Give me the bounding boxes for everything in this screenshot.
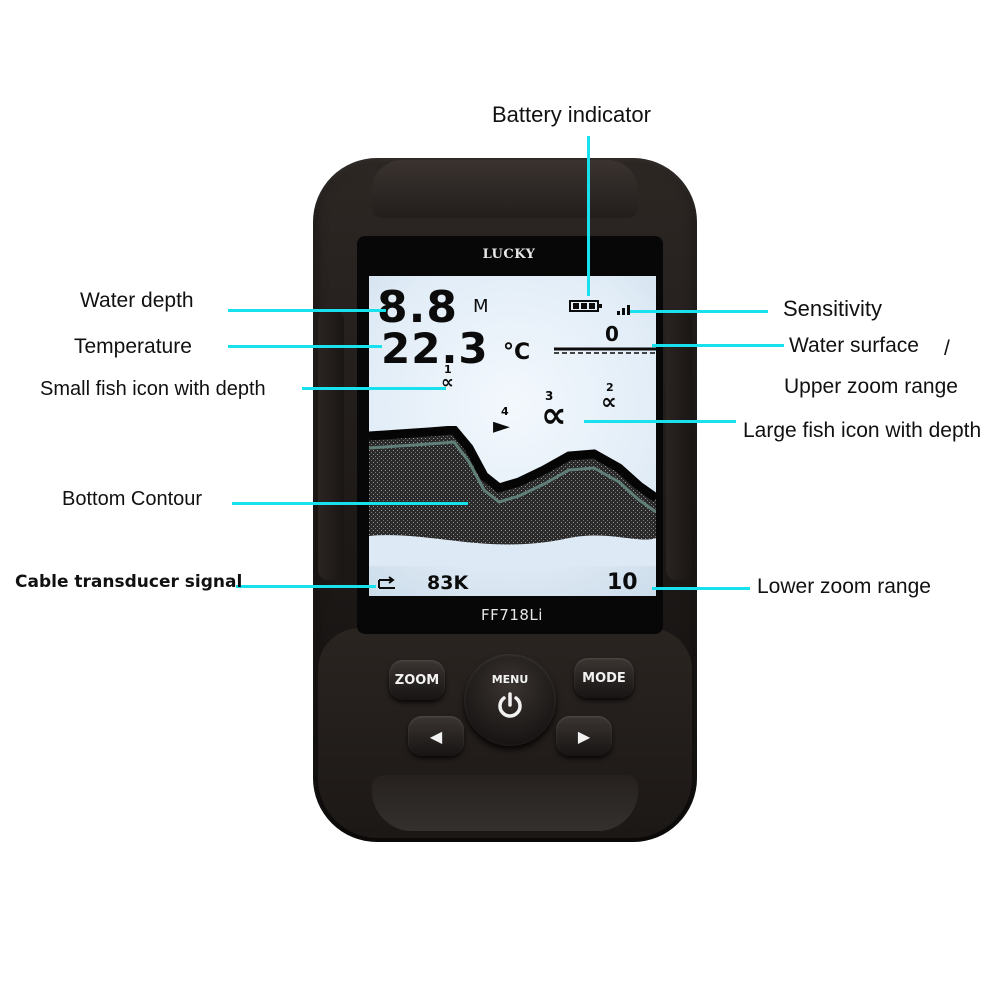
battery-icon — [569, 300, 602, 312]
leader-large-fish — [584, 420, 736, 423]
fish-icon-small: 2 ∝ — [601, 381, 617, 415]
label-temperature: Temperature — [74, 335, 192, 358]
right-arrow-icon: ▶ — [577, 726, 591, 746]
right-grip — [666, 310, 692, 580]
label-water-depth: Water depth — [80, 289, 194, 312]
zoom-button[interactable]: ZOOM — [389, 660, 445, 700]
lcd-screen: 8.8 M 22.3 °C 0 1 ∝ 4 ► 3 ∝ 2 ∝ — [369, 276, 656, 596]
fish-icon-small: 4 ► — [493, 405, 510, 439]
bottom-ridge — [372, 775, 638, 831]
sensitivity-icon — [617, 305, 633, 315]
lower-zoom-range: 10 — [607, 570, 638, 595]
label-slash: / — [944, 337, 950, 360]
temperature-value: 22.3 — [381, 324, 489, 373]
mode-button[interactable]: MODE — [574, 658, 634, 698]
power-icon — [498, 692, 522, 718]
frequency-value: 83K — [427, 572, 469, 594]
label-sensitivity: Sensitivity — [783, 296, 883, 321]
menu-label: MENU — [491, 673, 529, 686]
label-cable-signal: Cable transducer signal — [15, 572, 243, 592]
upper-zoom-range: 0 — [605, 322, 619, 346]
fish-icon-large: 3 ∝ — [541, 389, 567, 436]
water-surface-line — [554, 347, 656, 354]
leader-small-fish — [302, 387, 446, 390]
cable-transducer-icon — [378, 576, 395, 589]
leader-lower-zoom — [652, 587, 750, 590]
brand-logo: LUCKY — [482, 247, 536, 262]
left-arrow-icon: ◀ — [429, 726, 443, 746]
model-name: FF718Li — [481, 606, 543, 624]
leader-battery — [587, 136, 590, 296]
label-large-fish: Large fish icon with depth — [743, 419, 982, 442]
leader-water-depth — [228, 309, 386, 312]
leader-bottom-contour — [232, 502, 468, 505]
leader-water-surface — [652, 344, 784, 347]
depth-unit: M — [473, 296, 489, 317]
leader-sensitivity — [630, 310, 768, 313]
depth-value: 8.8 — [377, 282, 458, 333]
leader-cable-signal — [236, 585, 376, 588]
label-upper-zoom: Upper zoom range — [784, 375, 958, 398]
label-water-surface: Water surface — [789, 334, 919, 357]
temperature-unit: °C — [503, 340, 531, 365]
left-arrow-button[interactable]: ◀ — [408, 716, 464, 756]
left-grip — [318, 310, 344, 580]
top-ridge — [372, 160, 638, 218]
label-lower-zoom: Lower zoom range — [757, 575, 931, 598]
label-bottom-contour: Bottom Contour — [62, 488, 203, 510]
leader-temperature — [228, 345, 382, 348]
label-battery-indicator: Battery indicator — [492, 102, 651, 127]
bottom-contour — [369, 426, 656, 566]
label-small-fish: Small fish icon with depth — [40, 378, 266, 400]
right-arrow-button[interactable]: ▶ — [556, 716, 612, 756]
